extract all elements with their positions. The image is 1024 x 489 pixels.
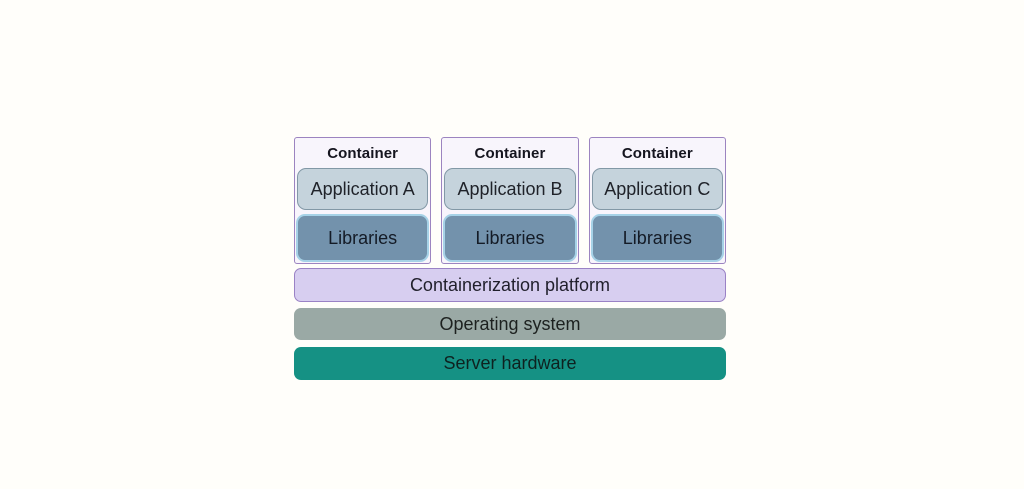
layer-containerization-platform: Containerization platform <box>294 268 726 302</box>
application-b-box: Application B <box>444 168 576 210</box>
application-a-box: Application A <box>297 168 429 210</box>
containers-row: Container Application A Libraries Contai… <box>294 137 726 264</box>
container-box-1: Container Application A Libraries <box>294 137 432 264</box>
libraries-box: Libraries <box>590 214 724 262</box>
container-box-3: Container Application C Libraries <box>588 137 726 264</box>
layer-operating-system: Operating system <box>294 308 726 340</box>
libraries-box: Libraries <box>296 214 430 262</box>
container-box-2: Container Application B Libraries <box>441 137 579 264</box>
layer-server-hardware: Server hardware <box>294 347 726 380</box>
libraries-box: Libraries <box>443 214 577 262</box>
application-c-box: Application C <box>591 168 723 210</box>
container-title: Container <box>327 144 399 162</box>
container-title: Container <box>474 144 546 162</box>
container-title: Container <box>621 144 693 162</box>
